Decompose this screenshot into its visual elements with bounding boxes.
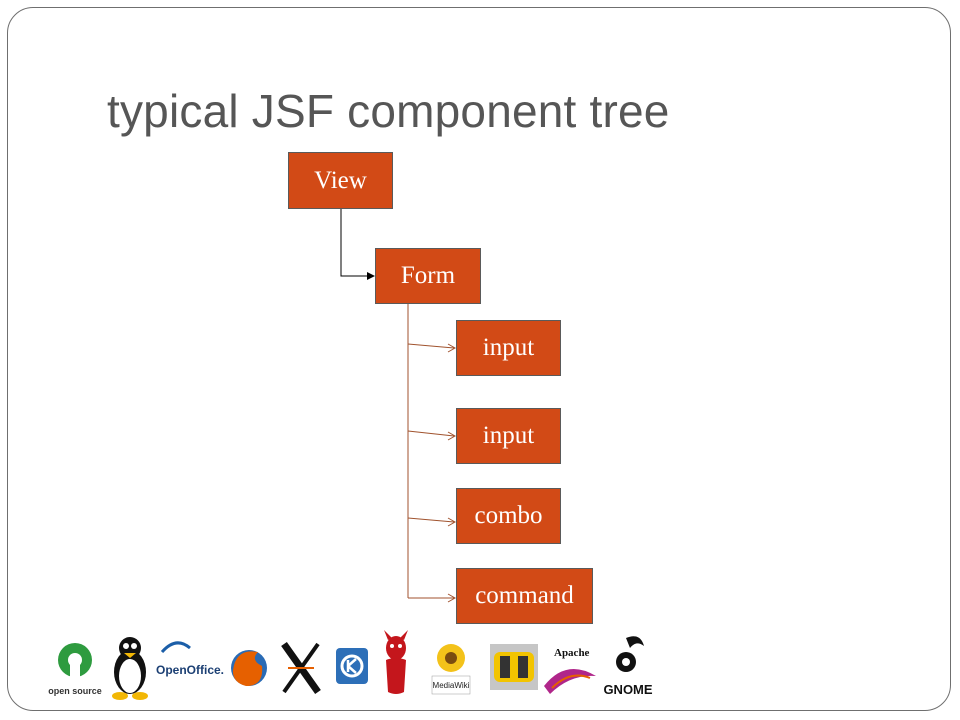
mediawiki-logo: MediaWiki — [428, 630, 474, 702]
openoffice-logo-text: OpenOffice.org — [156, 663, 224, 677]
openoffice-logo: OpenOffice.org — [154, 630, 243, 702]
slide-frame — [7, 7, 951, 711]
mediawiki-logo-text: MediaWiki — [433, 681, 470, 690]
apache-logo: Apache — [542, 630, 598, 702]
node-combo: combo — [456, 488, 561, 544]
apache-logo-text: Apache — [554, 647, 590, 659]
connector-input2 — [407, 430, 455, 437]
firefox-logo — [228, 630, 270, 702]
slide-title: typical JSF component tree — [107, 85, 670, 137]
node-form: Form — [375, 248, 481, 304]
arrowhead-form — [367, 272, 375, 280]
db-logo — [488, 630, 540, 702]
bsd-daemon-logo — [376, 630, 416, 702]
kde-logo — [334, 630, 370, 702]
node-input-1: input — [456, 320, 561, 376]
arrowhead-input1 — [447, 343, 457, 353]
opensource-logo-text: open source — [48, 686, 102, 696]
connector-input1 — [407, 343, 455, 349]
node-command: command — [456, 568, 593, 624]
arrowhead-combo — [447, 517, 457, 527]
gnome-logo: GNOME — [600, 630, 656, 702]
logo-strip: open source OpenOffice.org — [48, 630, 658, 702]
arrowhead-command — [447, 593, 457, 603]
node-view: View — [288, 152, 393, 209]
connector-view-form — [340, 208, 372, 277]
xorg-logo — [278, 630, 324, 702]
connector-combo — [407, 517, 455, 523]
opensource-logo: open source — [48, 630, 102, 702]
node-input-2: input — [456, 408, 561, 464]
gnome-logo-text: GNOME — [603, 682, 652, 697]
arrowhead-input2 — [447, 431, 457, 441]
tux-logo — [106, 630, 154, 702]
